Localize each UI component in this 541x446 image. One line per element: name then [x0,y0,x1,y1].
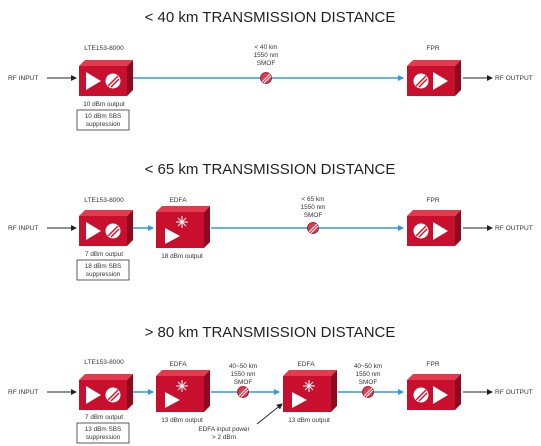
fiber-wavelength: 1550 nm [301,204,326,211]
rf-output-label: RF OUTPUT [495,225,533,232]
edfa-label: EDFA [297,361,315,368]
edfa-note-line-1: EDFA input power [198,426,250,433]
triangle-icon [292,392,307,408]
sbs-line-1: 18 dBm SBS [85,263,122,270]
sbs-box [76,109,130,131]
edfa-note-line-2: > 2 dBm [212,434,236,441]
receiver-box [407,374,461,410]
sbs-box [76,259,130,281]
section-title: > 80 km TRANSMISSION DISTANCE [145,324,396,341]
edfa-label: EDFA [169,361,187,368]
edfa-star-icon [176,216,188,228]
rf-output-label: RF OUTPUT [495,389,533,396]
section-40km: < 40 km TRANSMISSION DISTANCE RF INPUT L… [8,9,533,131]
triangle-icon [86,72,101,90]
fiber-distance: < 65 km [302,196,325,203]
triangle-icon [165,228,180,244]
hatched-circle-icon [413,73,429,89]
fiber-type: SMOF [359,379,378,386]
fiber-wavelength: 1550 nm [254,52,279,59]
triangle-icon [86,386,101,404]
fiber-distance: 40~50 km [229,363,257,370]
transmitter-box [79,210,133,246]
edfa-note-pointer [256,403,283,425]
hatched-circle-icon [105,223,121,239]
rf-input-label: RF INPUT [8,389,38,396]
edfa-output: 18 dBm output [161,253,203,260]
section-80km: > 80 km TRANSMISSION DISTANCE RF INPUT L… [8,324,533,444]
hatched-circle-icon [413,223,429,239]
receiver-label: FPR [426,361,439,368]
triangle-icon [433,222,448,240]
fiber-type: SMOF [234,379,253,386]
fiber-spool-icon [237,386,249,398]
edfa-box [156,370,210,412]
sbs-line-2: suppression [86,271,121,278]
triangle-icon [433,72,448,90]
edfa-output: 13 dBm output [288,417,330,424]
hatched-circle-icon [413,387,429,403]
edfa-box [156,206,210,248]
receiver-box [407,210,461,246]
rf-output-label: RF OUTPUT [495,75,533,82]
transmitter-label: LTE153-8000 [84,197,124,204]
transmitter-output: 7 dBm output [85,251,123,258]
fiber-spool-icon [307,222,319,234]
rf-input-label: RF INPUT [8,225,38,232]
sbs-line-2: suppression [86,121,121,128]
fiber-spool-icon [362,386,374,398]
sbs-box [76,422,130,444]
fiber-spool-icon [260,72,272,84]
edfa-box [283,370,337,412]
fiber-wavelength: 1550 nm [231,371,256,378]
edfa-star-icon [176,380,188,392]
transmitter-box [79,60,133,96]
section-title: < 40 km TRANSMISSION DISTANCE [145,9,396,26]
fiber-distance: 40~50 km [354,363,382,370]
receiver-label: FPR [426,45,439,52]
edfa-label: EDFA [169,197,187,204]
transmitter-box [79,374,133,410]
hatched-circle-icon [105,387,121,403]
section-title: < 65 km TRANSMISSION DISTANCE [145,161,396,178]
triangle-icon [86,222,101,240]
fiber-distance: < 40 km [255,44,278,51]
sbs-line-2: suppression [86,434,121,441]
edfa-output: 13 dBm output [161,417,203,424]
transmitter-output: 10 dBm output [83,101,125,108]
edfa-star-icon [303,380,315,392]
transmitter-label: LTE153-8000 [84,45,124,52]
receiver-label: FPR [426,197,439,204]
transmitter-output: 7 dBm output [85,414,123,421]
transmitter-label: LTE153-8000 [84,359,124,366]
triangle-icon [165,392,180,408]
fiber-type: SMOF [257,60,276,67]
triangle-icon [433,386,448,404]
section-65km: < 65 km TRANSMISSION DISTANCE RF INPUT L… [8,161,533,281]
receiver-box [407,60,461,96]
sbs-line-1: 13 dBm SBS [85,426,122,433]
sbs-line-1: 10 dBm SBS [85,113,122,120]
hatched-circle-icon [105,73,121,89]
rf-input-label: RF INPUT [8,75,38,82]
fiber-wavelength: 1550 nm [356,371,381,378]
fiber-type: SMOF [304,212,323,219]
